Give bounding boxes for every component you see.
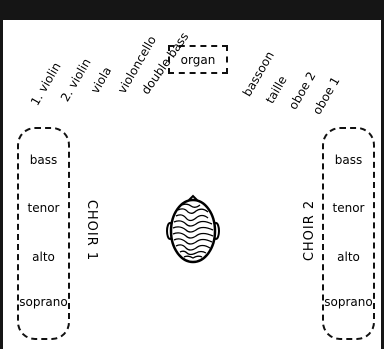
- left-border: [0, 20, 3, 349]
- choir-1-bass: bass: [29, 153, 58, 167]
- right-border: [381, 20, 384, 349]
- top-bar: [0, 0, 384, 20]
- choir-1-tenor: tenor: [27, 201, 60, 215]
- choir-2-tenor: tenor: [332, 201, 365, 215]
- organ-box: organ: [168, 45, 228, 74]
- choir-1-soprano: soprano: [19, 295, 68, 309]
- choir-2-title: CHOIR 2: [302, 199, 318, 262]
- choir-2-soprano: soprano: [324, 295, 373, 309]
- choir-1-title: CHOIR 1: [84, 199, 100, 262]
- instrument-1-violin: 1. violin: [27, 60, 64, 108]
- instrument-taille: taille: [262, 73, 290, 106]
- choir-1-alto: alto: [32, 250, 55, 264]
- choir-2-group: bass tenor alto soprano: [322, 127, 375, 340]
- head-top-view-icon: [166, 194, 220, 264]
- choir-2-bass: bass: [334, 153, 363, 167]
- choir-2-alto: alto: [337, 250, 360, 264]
- instrument-viola: viola: [87, 64, 115, 96]
- organ-label: organ: [180, 52, 216, 67]
- choir-1-group: bass tenor alto soprano: [17, 127, 70, 340]
- instrument-2-violin: 2. violin: [57, 56, 94, 104]
